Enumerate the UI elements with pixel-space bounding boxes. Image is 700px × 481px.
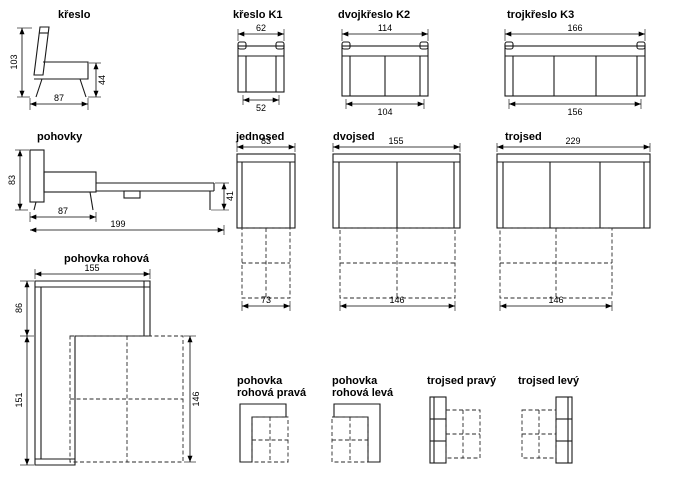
kreslo-k1-dim-bottom: 52 [242,95,280,113]
trojkreslo-k3-dim-top: 166 [504,23,646,41]
pohovky-dim-seat-depth-label: 87 [58,206,68,216]
dvojsed-top-view-drawing [332,153,461,229]
dvojsed-dim-top-label: 155 [388,136,403,146]
section-dvojsed: dvojsed 155 146 [332,131,461,311]
section-kreslo-k1: křeslo K1 62 52 [233,9,285,113]
section-rohova-leva: pohovka rohová levá [331,375,394,463]
pohovka-rohova-dim-left-upper-label: 86 [14,303,24,313]
pohovky-title: pohovky [37,131,83,143]
trojsed-levy-title: trojsed levý [518,375,580,387]
kreslo-title: křeslo [58,9,91,21]
jednosed-dim-top: 83 [236,136,296,152]
pohovka-rohova-dim-top-label: 155 [84,263,99,273]
dvojkreslo-k2-dim-bottom: 104 [345,99,425,117]
dvojsed-dim-bottom-label: 146 [389,295,404,305]
trojkreslo-k3-title: trojkřeslo K3 [507,9,574,21]
rohova-prava-title-line2: rohová pravá [237,387,307,399]
section-rohova-prava: pohovka rohová pravá [237,375,307,463]
kreslo-dim-seat-height: 44 [88,62,107,98]
jednosed-dim-bottom-label: 73 [261,295,271,305]
section-dvojkreslo-k2: dvojkřeslo K2 114 104 [338,9,429,117]
trojsed-dim-top-label: 229 [565,136,580,146]
pohovky-dim-height: 83 [7,149,29,211]
pohovka-rohova-dim-top: 155 [34,263,151,279]
pohovky-dim-seat-depth: 87 [29,206,97,222]
dvojkreslo-k2-top-view-drawing [341,41,429,97]
dvojkreslo-k2-dim-top-label: 114 [378,23,392,33]
section-pohovky: pohovky 83 41 87 [7,131,235,235]
trojkreslo-k3-dim-top-label: 166 [567,23,582,33]
pohovka-rohova-dim-right: 146 [184,335,201,463]
pohovky-dim-height-label: 83 [7,175,17,185]
kreslo-k1-dim-top-label: 62 [256,23,266,33]
rohova-leva-bed-dashed [331,416,369,463]
dvojsed-dim-bottom: 146 [339,295,456,311]
trojsed-title: trojsed [505,131,542,143]
section-jednosed: jednosed 83 73 [235,131,296,311]
trojsed-dim-top: 229 [496,136,651,152]
dvojkreslo-k2-title: dvojkřeslo K2 [338,9,410,21]
kreslo-k1-dim-top: 62 [237,23,285,41]
section-trojsed-levy: trojsed levý [518,375,580,464]
pohovka-rohova-top-view-drawing [34,280,151,466]
kreslo-k1-top-view-drawing [237,41,285,93]
trojkreslo-k3-dim-bottom-label: 156 [567,107,582,117]
rohova-leva-title-line1: pohovka [332,375,378,387]
trojsed-pravy-title: trojsed pravý [427,375,497,387]
kreslo-dim-depth-label: 87 [54,93,64,103]
kreslo-dim-depth: 87 [29,93,89,110]
dvojkreslo-k2-dim-bottom-label: 104 [377,107,392,117]
jednosed-title: jednosed [235,131,284,143]
pohovky-dim-bed-height: 41 [211,182,235,211]
kreslo-k1-dim-bottom-label: 52 [256,103,266,113]
kreslo-side-view-drawing [33,26,89,98]
pohovka-rohova-dim-left-lower-label: 151 [14,392,24,407]
section-trojsed: trojsed 229 146 [496,131,651,311]
dvojkreslo-k2-dim-top: 114 [341,23,429,41]
jednosed-bed-extension-dashed [241,227,291,299]
kreslo-dim-height: 103 [9,27,32,98]
dvojsed-dim-top: 155 [332,136,461,152]
trojkreslo-k3-dim-bottom: 156 [508,99,642,117]
dvojsed-title: dvojsed [333,131,375,143]
pohovky-side-view-drawing [29,149,215,211]
rohova-prava-title-line1: pohovka [237,375,283,387]
section-trojkreslo-k3: trojkřeslo K3 166 156 [504,9,646,117]
rohova-leva-title-line2: rohová levá [332,387,394,399]
pohovka-rohova-dim-right-label: 146 [191,391,201,406]
dvojsed-bed-extension-dashed [339,227,456,299]
pohovky-dim-total-length-label: 199 [110,219,125,229]
kreslo-dim-seat-height-label: 44 [97,75,107,85]
pohovka-rohova-dim-left-lower: 151 [14,336,34,466]
trojkreslo-k3-top-view-drawing [504,41,646,97]
section-trojsed-pravy: trojsed pravý [427,375,497,464]
trojsed-levy-bed-dashed [521,409,557,459]
trojsed-dim-bottom: 146 [499,295,613,311]
trojsed-pravy-bed-dashed [445,409,481,459]
section-kreslo: křeslo 103 44 87 [9,9,107,110]
jednosed-dim-bottom: 73 [241,295,291,311]
kreslo-dim-height-label: 103 [9,54,19,69]
pohovky-dim-bed-height-label: 41 [225,191,235,201]
trojsed-bed-extension-dashed [499,227,613,299]
rohova-prava-bed-dashed [251,416,289,463]
pohovka-rohova-bed-extension-dashed [69,335,184,463]
kreslo-k1-title: křeslo K1 [233,9,283,21]
trojsed-dim-bottom-label: 146 [548,295,563,305]
section-pohovka-rohova: pohovka rohová 155 86 151 [14,253,201,466]
pohovky-dim-total-length: 199 [29,219,225,235]
pohovka-rohova-title: pohovka rohová [64,253,150,265]
jednosed-dim-top-label: 83 [261,136,271,146]
